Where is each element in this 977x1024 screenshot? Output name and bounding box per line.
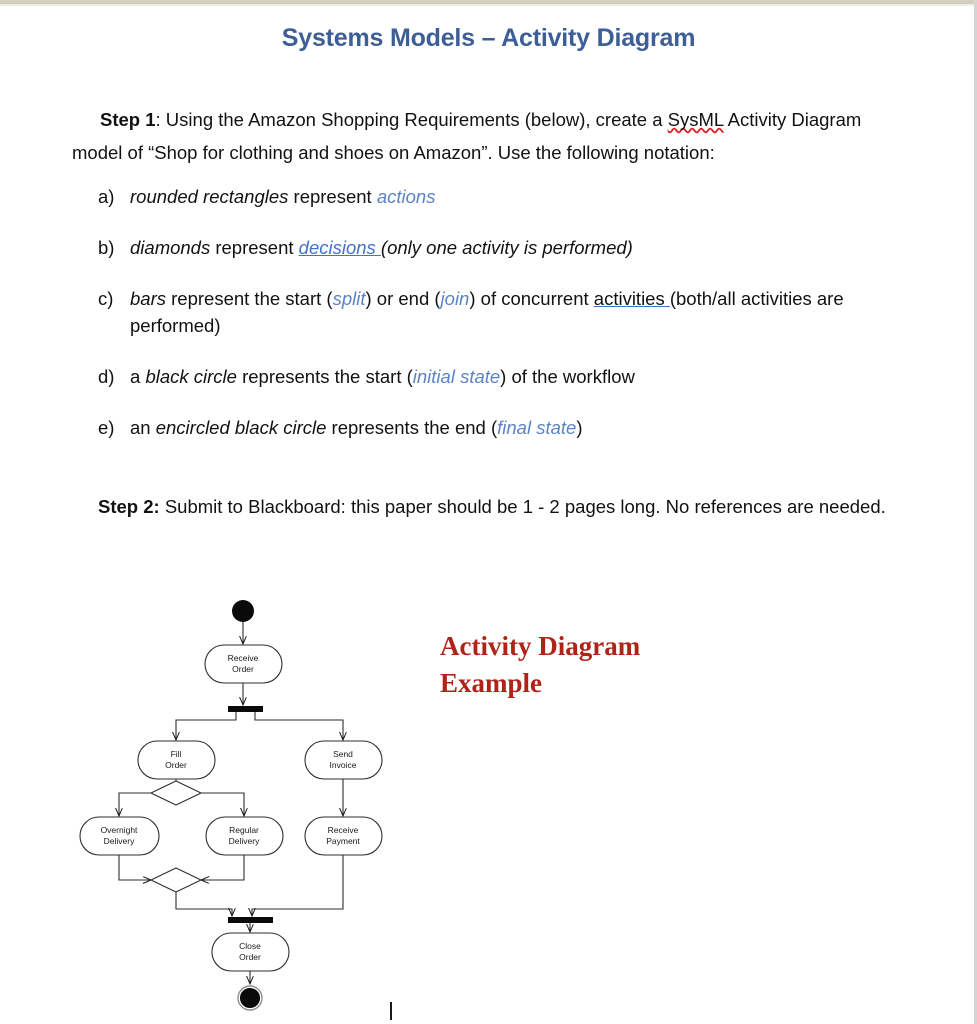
notation-list: a) rounded rectangles represent actions b… (98, 183, 898, 465)
list-marker: e) (98, 417, 115, 438)
list-item: e) an encircled black circle represents t… (98, 414, 898, 441)
action-receive-payment-label2: Payment (326, 836, 360, 846)
notation-tail: (both/all activities are performed) (130, 288, 844, 336)
example-caption-line1: Activity Diagram (440, 631, 641, 661)
action-receive-order-label2: Order (232, 664, 254, 674)
final-node-inner (239, 987, 261, 1009)
list-item: c) bars represent the start (split) or en… (98, 285, 898, 339)
text-caret (390, 1002, 392, 1020)
edge-overnight-delivery-to-merge (118, 855, 151, 880)
action-close-order-label2: Order (239, 952, 261, 962)
action-receive-payment-label: Receive (328, 825, 359, 835)
decision-diamond (149, 780, 203, 806)
edge-merge-to-join (175, 892, 232, 916)
example-caption: Activity Diagram Example (440, 628, 710, 702)
step1-paragraph: Step 1: Using the Amazon Shopping Requir… (72, 103, 902, 169)
notation-accent: final state (497, 417, 577, 438)
notation-accent: initial state (412, 366, 501, 387)
action-send-invoice-label2: Invoice (330, 760, 357, 770)
edge-receive-payment-to-join (252, 855, 344, 916)
activity-diagram: Receive Order Fill Order Send Invoice (70, 592, 410, 1022)
page-title: Systems Models – Activity Diagram (281, 24, 696, 52)
edge-decision-to-overnight-delivery (119, 792, 151, 816)
notation-tail: ) of the workflow (500, 366, 635, 387)
action-overnight-delivery-label2: Delivery (104, 836, 135, 846)
action-close-order-label: Close (239, 941, 261, 951)
notation-accent-split: split (332, 288, 366, 309)
action-regular-delivery-label2: Delivery (229, 836, 260, 846)
edge-fork-to-send-invoice (254, 712, 343, 740)
edge-decision-to-regular-delivery (201, 792, 244, 816)
action-fill-order-label2: Order (165, 760, 187, 770)
merge-diamond (149, 867, 203, 893)
list-item: b) diamonds represent decisions (only one… (98, 234, 898, 261)
notation-mid2: ) or end ( (365, 288, 441, 309)
action-regular-delivery-label: Regular (229, 825, 259, 835)
page-top-border (0, 0, 974, 5)
notation-mid: represents the end ( (326, 417, 498, 438)
notation-tail: (only one activity is performed) (380, 237, 633, 258)
notation-mid: represents the start ( (236, 366, 413, 387)
notation-accent-join: join (440, 288, 470, 309)
notation-term: diamonds (130, 237, 211, 258)
sysml-term: SysML (667, 109, 724, 130)
step1-text-before: : Using the Amazon Shopping Requirements… (155, 109, 668, 130)
notation-term: rounded rectangles (130, 186, 289, 207)
action-receive-order-label: Receive (228, 653, 259, 663)
notation-mid: represent (210, 237, 299, 258)
edge-fork-to-fill-order (176, 712, 237, 740)
notation-term: black circle (145, 366, 237, 387)
edge-regular-delivery-to-merge (201, 855, 245, 880)
list-item: a) rounded rectangles represent actions (98, 183, 898, 210)
list-marker: d) (98, 366, 115, 387)
notation-lead: an (130, 417, 156, 438)
notation-term: bars (130, 288, 166, 309)
fork-bar (228, 706, 263, 712)
step2-text: Submit to Blackboard: this paper should … (159, 496, 886, 517)
step2-paragraph: Step 2: Submit to Blackboard: this paper… (98, 490, 898, 523)
step1-label: Step 1 (100, 109, 156, 130)
notation-tail: ) (576, 417, 583, 438)
notation-mid: represent (288, 186, 377, 207)
notation-lead: a (130, 366, 146, 387)
notation-accent: actions (376, 186, 436, 207)
list-marker: c) (98, 288, 114, 309)
notation-underlined: activities (593, 288, 670, 309)
step1-text-after: Activity Diagram model of “Shop for clot… (72, 109, 862, 163)
action-fill-order-label: Fill (171, 749, 182, 759)
notation-term: encircled black circle (155, 417, 327, 438)
join-bar (228, 917, 273, 923)
list-item: d) a black circle represents the start (i… (98, 363, 898, 390)
action-overnight-delivery-label: Overnight (101, 825, 138, 835)
list-marker: b) (98, 237, 115, 258)
notation-accent: decisions (298, 237, 381, 258)
notation-mid: represent the start ( (166, 288, 333, 309)
example-caption-line2: Example (440, 668, 543, 698)
step2-label: Step 2: (98, 496, 160, 517)
initial-node (232, 600, 254, 622)
action-send-invoice-label: Send (333, 749, 353, 759)
list-marker: a) (98, 186, 115, 207)
page-top-border-inner (0, 4, 974, 6)
notation-mid3: ) of concurrent (469, 288, 594, 309)
step1-text: Step 1: Using the Amazon Shopping Requir… (72, 103, 902, 169)
